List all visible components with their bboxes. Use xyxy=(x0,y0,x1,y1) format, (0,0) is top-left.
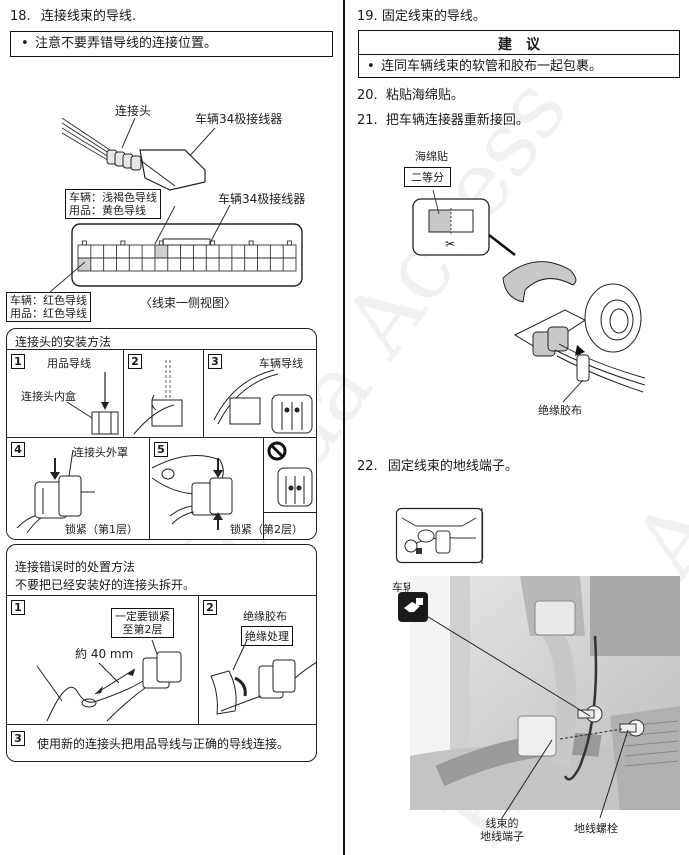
label-connector-head: 连接头 xyxy=(115,104,152,118)
error-step-3-text: 使用新的连接头把用品导线与正确的导线连接。 xyxy=(37,737,290,751)
step-number: 20. xyxy=(357,88,378,103)
column-divider xyxy=(343,0,345,855)
label-outer-cover: 连接头外罩 xyxy=(73,446,128,459)
step-20-heading: 20. 粘贴海绵贴。 xyxy=(357,88,464,104)
vehicle-location-thumbnail xyxy=(395,507,484,564)
step-number-box: 2 xyxy=(128,354,142,369)
label-sponge: 海绵贴 xyxy=(415,150,448,163)
install-step-2: 2 xyxy=(124,350,204,438)
label-harness-ground-terminal: 线束的 地线端子 xyxy=(470,817,534,843)
step-title: 固定线束的地线端子。 xyxy=(387,459,518,474)
pin-highlight-brown xyxy=(154,245,168,258)
connector-inner-drawing xyxy=(66,372,119,435)
vehicle-bolt-icon xyxy=(398,592,428,622)
side-view-caption: 〈线束一侧视图〉 xyxy=(140,296,237,310)
label-vehicle-wire: 车辆导线 xyxy=(259,357,303,370)
label-insulating-tape: 绝缘胶布 xyxy=(243,610,287,623)
step-title: 把车辆连接器重新接回。 xyxy=(385,113,529,128)
install-step-4: 4 连接头外罩 锁紧（第1层） xyxy=(7,438,150,539)
sponge-illustration: ✂ xyxy=(412,189,646,403)
label-ground-bolt: 地线螺栓 xyxy=(574,822,618,835)
label-lock-layer-1: 锁紧（第1层） xyxy=(65,523,138,536)
callout-line: 用品：红色导线 xyxy=(10,307,87,320)
advice-header: 建 议 xyxy=(498,37,540,53)
step-title: 粘贴海绵贴。 xyxy=(385,88,464,103)
step-number-box: 2 xyxy=(203,600,217,615)
step-19-heading: 19. 固定线束的导线。 xyxy=(357,9,486,25)
label-lock-layer-2: 锁紧（第2层） xyxy=(230,523,303,536)
connector-outer-cover-drawing xyxy=(16,449,95,534)
step-title: 连接线束的导线. xyxy=(40,9,136,24)
step-number-box: 1 xyxy=(11,354,25,369)
step-number-box: 3 xyxy=(208,354,222,369)
install-step-1: 1 用品导线 连接头内盒 xyxy=(7,350,124,438)
step-number: 22. xyxy=(357,459,378,474)
callout-line: 车辆：红色导线 xyxy=(10,294,87,307)
error-handling-panel: 连接错误时的处置方法 不要把已经安装好的连接头拆开。 1 一定要锁紧 至第2层 … xyxy=(6,544,317,762)
dimension-label: 約 40 mm xyxy=(75,647,134,661)
pin-highlight-red xyxy=(78,258,91,271)
note-box-18: • 注意不要弄错导线的连接位置。 xyxy=(10,31,333,57)
panel-subtitle: 不要把已经安装好的连接头拆开。 xyxy=(15,578,196,592)
prohibited-icon xyxy=(267,441,313,507)
insulation-drawing xyxy=(210,639,316,715)
error-step-3: 3 使用新的连接头把用品导线与正确的导线连接。 xyxy=(7,725,316,761)
advice-text: 连同车辆线束的软管和胶布一起包裹。 xyxy=(381,59,603,74)
step-number-box: 4 xyxy=(11,442,25,457)
step-number: 18. xyxy=(10,9,31,24)
step-number-box: 5 xyxy=(154,442,168,457)
bullet: • xyxy=(367,59,375,74)
step-22-heading: 22. 固定线束的地线端子。 xyxy=(357,459,518,475)
callout-line: 至第2层 xyxy=(122,623,163,636)
label-line: 地线端子 xyxy=(480,830,524,843)
scissors-icon: ✂ xyxy=(445,237,455,251)
step-title: 固定线束的导线。 xyxy=(381,9,486,24)
note-text: 注意不要弄错导线的连接位置。 xyxy=(35,36,218,51)
bullet: • xyxy=(21,36,29,51)
connector-insert-drawing xyxy=(133,360,183,435)
callout-line: 一定要锁紧 xyxy=(115,610,170,623)
callout-lock-layer-2: 一定要锁紧 至第2层 xyxy=(111,608,174,638)
label-accessory-wire: 用品导线 xyxy=(47,357,91,370)
connector-illustration xyxy=(49,117,303,293)
install-step-5: 5 锁紧（第2层） xyxy=(150,438,303,539)
step-number-box: 3 xyxy=(11,731,25,746)
callout-lower-wire: 车辆：红色导线 用品：红色导线 xyxy=(6,292,91,322)
label-34pin-connector-top: 车辆34极接线器 xyxy=(195,112,283,126)
ground-bolt-photo xyxy=(410,576,680,810)
callout-line: 用品：黄色导线 xyxy=(69,204,146,217)
label-line: 线束的 xyxy=(485,817,519,830)
install-method-panel: 连接头的安装方法 1 用品导线 连接头内盒 2 3 车辆导线 xyxy=(6,328,317,540)
step-21-heading: 21. 把车辆连接器重新接回。 xyxy=(357,113,529,129)
callout-upper-wire: 车辆：浅褐色导线 用品：黄色导线 xyxy=(65,189,161,219)
callout-line: 车辆：浅褐色导线 xyxy=(69,191,157,204)
install-prohibited xyxy=(264,438,316,513)
cut-wire-drawing xyxy=(36,639,182,722)
error-step-1: 1 一定要锁紧 至第2层 約 40 mm xyxy=(7,596,199,725)
callout-halve: 二等分 xyxy=(404,167,451,187)
connector-vehicle-wire-drawing xyxy=(213,369,313,434)
connector-lock-drawing xyxy=(151,455,233,530)
error-step-2: 2 绝缘胶布 绝缘处理 xyxy=(199,596,316,725)
label-inner-case: 连接头内盒 xyxy=(21,390,76,403)
advice-box: 建 议 • 连同车辆线束的软管和胶布一起包裹。 xyxy=(358,30,680,78)
label-34pin-connector-side: 车辆34极接线器 xyxy=(218,192,306,206)
step-number: 21. xyxy=(357,113,378,128)
step-number: 19. xyxy=(357,9,378,24)
callout-insulation: 绝缘处理 xyxy=(241,626,293,646)
panel-title: 连接错误时的处置方法 xyxy=(15,560,136,574)
step-number-box: 1 xyxy=(11,600,25,615)
panel-title: 连接头的安装方法 xyxy=(15,335,112,349)
step-18-heading: 18. 连接线束的导线. xyxy=(10,9,136,25)
label-insulating-tape-right: 绝缘胶布 xyxy=(538,404,582,417)
install-step-3: 3 车辆导线 xyxy=(204,350,316,438)
